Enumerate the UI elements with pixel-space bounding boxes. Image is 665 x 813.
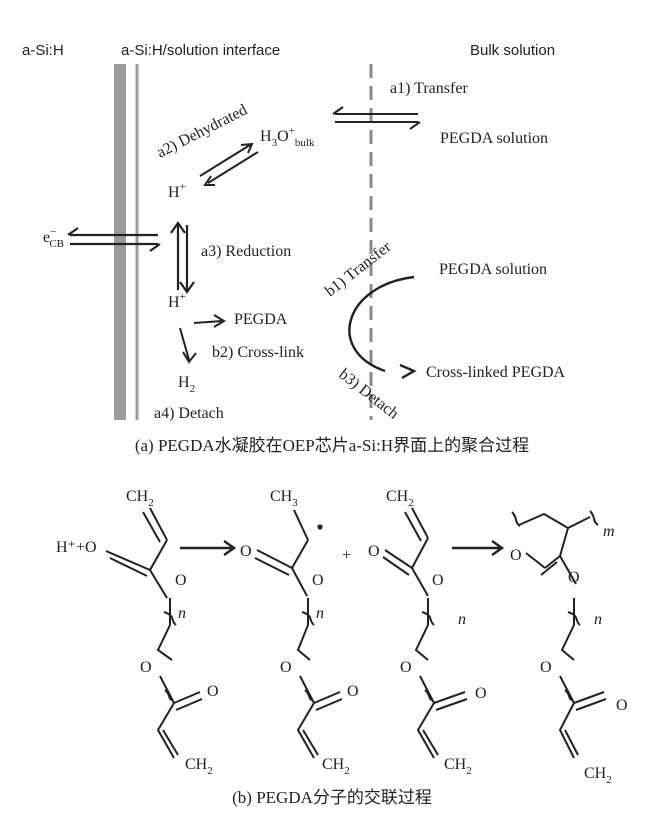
label-h-plus-lower: H+	[168, 291, 186, 311]
double-arrow-a2	[199, 142, 259, 186]
label-a1-transfer: a1) Transfer	[390, 80, 468, 97]
mol1-o-carbonyl: O	[207, 683, 219, 700]
molecule-1-pegda: CH2 H⁺+O O n O O CH2	[56, 488, 219, 777]
mol4-o: O	[510, 547, 522, 564]
molecule-4-polymer: m O O n O O CH2	[510, 510, 628, 786]
mol1-o: O	[175, 572, 187, 589]
radical-dot	[317, 524, 323, 530]
curved-arrow-b-path	[348, 275, 415, 373]
mol2-o: O	[240, 543, 252, 560]
label-pegda: PEGDA	[234, 311, 288, 328]
mol2-ch3: CH3	[270, 488, 298, 509]
plus-sign: +	[342, 547, 351, 564]
arrow-to-h2	[179, 327, 197, 364]
svg-text:H3O+bulk: H3O+bulk	[260, 125, 315, 149]
panel-a: a-Si:H a-Si:H/solution interface Bulk so…	[22, 42, 566, 455]
mol1-o-ester: O	[140, 659, 152, 676]
mol2-ch2-bottom: CH2	[322, 756, 350, 777]
header-a-si-h: a-Si:H	[22, 42, 64, 59]
reaction-arrow-1	[180, 540, 237, 556]
mol3-n: n	[458, 611, 466, 628]
label-h-plus-upper: H+	[168, 181, 186, 201]
mol3-o-ester-top: O	[432, 572, 444, 589]
mol2-o-ester-top: O	[312, 572, 324, 589]
caption-b: (b) PEGDA分子的交联过程	[232, 788, 432, 807]
label-h2: H2	[178, 374, 195, 395]
header-bulk-solution: Bulk solution	[470, 42, 555, 59]
mol2-o-carbonyl: O	[347, 683, 359, 700]
mol3-ch2-bottom: CH2	[444, 756, 472, 777]
label-a4-detach: a4) Detach	[154, 405, 224, 422]
mol3-o: O	[368, 543, 380, 560]
label-a3-reduction: a3) Reduction	[201, 243, 291, 260]
label-a2-dehydrated: a2) Dehydrated	[154, 101, 250, 161]
mol3-ch2: CH2	[386, 488, 414, 509]
panel-b: CH2 H⁺+O O n O O CH2 CH3 O	[56, 488, 628, 807]
header-interface: a-Si:H/solution interface	[121, 42, 280, 59]
label-h3o-bulk: H3O+bulk	[260, 125, 315, 149]
molecule-2-radical: CH3 O O n O O CH2	[240, 488, 359, 777]
arrow-to-pegda	[193, 314, 226, 328]
mol4-o-carbonyl: O	[616, 697, 628, 714]
caption-a: (a) PEGDA水凝胶在OEP芯片a-Si:H界面上的聚合过程	[135, 436, 529, 455]
reaction-arrow-2	[452, 540, 505, 556]
label-e-cb: e−CB	[43, 226, 64, 250]
a-si-h-layer	[114, 64, 126, 420]
label-b3-detach: b3) Detach	[336, 366, 402, 423]
label-pegda-solution-mid: PEGDA solution	[439, 261, 547, 278]
double-arrow-a1	[332, 106, 421, 130]
mol1-ch2: CH2	[126, 488, 154, 509]
label-crosslinked-pegda: Cross-linked PEGDA	[426, 364, 566, 381]
double-arrow-a3-reduction	[170, 221, 195, 294]
mol1-n: n	[178, 605, 186, 622]
double-arrow-electron	[67, 227, 161, 252]
mol3-o-ester: O	[400, 659, 412, 676]
molecule-3-pegda: CH2 O O n O O CH2	[368, 488, 487, 777]
mol2-o-ester: O	[280, 659, 292, 676]
mol1-hplus-o: H⁺+O	[56, 539, 97, 556]
label-b1-transfer: b1) Transfer	[322, 238, 395, 300]
label-b2-cross-link: b2) Cross-link	[212, 344, 304, 361]
label-pegda-solution-top: PEGDA solution	[440, 130, 548, 147]
mol3-o-carbonyl: O	[475, 685, 487, 702]
curved-arrow-head	[399, 363, 417, 380]
mol4-ch2-bottom: CH2	[584, 765, 612, 786]
mol1-ch2-bottom: CH2	[185, 756, 213, 777]
mol4-o-ester: O	[540, 659, 552, 676]
mol4-n: n	[594, 611, 602, 628]
mol4-m: m	[603, 523, 615, 540]
mol4-o-ester-top: O	[568, 569, 580, 586]
mol2-n: n	[316, 605, 324, 622]
